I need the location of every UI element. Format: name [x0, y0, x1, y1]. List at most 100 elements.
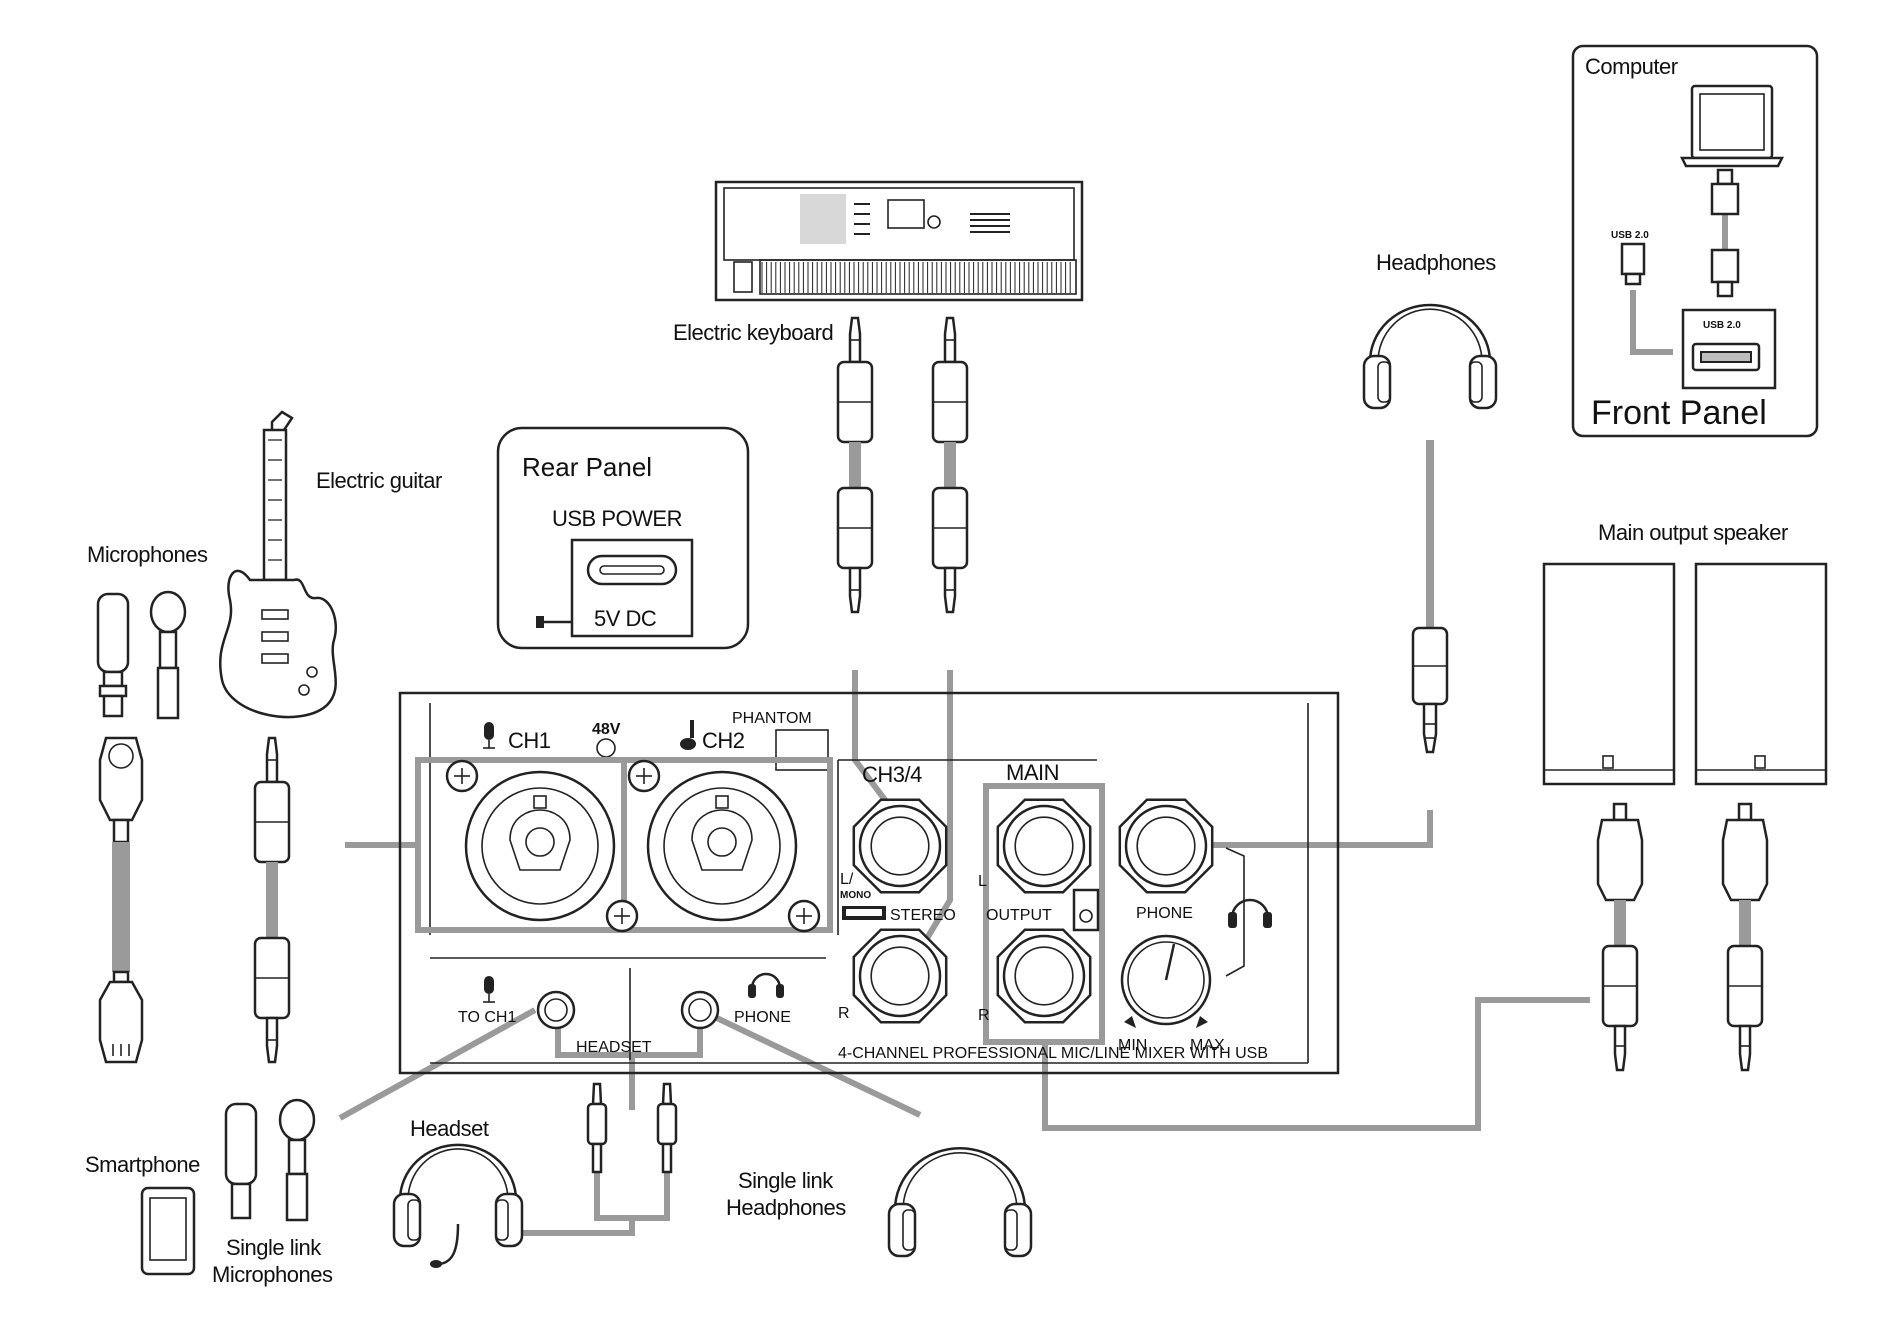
- phone-volume-knob[interactable]: [1120, 934, 1212, 1026]
- mic-small-icon: [483, 976, 495, 1003]
- headphones-top-icon: [1362, 303, 1498, 410]
- computer-label: Computer: [1585, 54, 1678, 79]
- single-link-headphones-label-2: Headphones: [726, 1195, 846, 1220]
- mixer-model-label: 4-CHANNEL PROFESSIONAL MIC/LINE MIXER WI…: [838, 1045, 1268, 1062]
- headphones-top-plug: [1411, 626, 1449, 754]
- l-mono-label-1: L/: [840, 871, 854, 888]
- single-link-microphones-label-1: Single link: [226, 1235, 322, 1260]
- headphones-top-label: Headphones: [1376, 250, 1496, 275]
- max-label: MAX: [1190, 1037, 1225, 1054]
- v48-label: 48V: [592, 721, 621, 738]
- guitar-small-icon: [680, 720, 696, 750]
- smartphone-icon: [140, 1186, 196, 1276]
- smartphone-label: Smartphone: [85, 1152, 200, 1177]
- laptop-icon: [1679, 84, 1785, 168]
- headset-splitter-plug-left: [586, 1082, 608, 1174]
- speaker-right-icon: [1694, 562, 1828, 786]
- main-r-output-jack[interactable]: [996, 928, 1092, 1024]
- keyboard-jack-plug-left: [836, 316, 874, 614]
- usb-stick-icon: [1620, 242, 1646, 286]
- usb-c-port-icon: [586, 554, 678, 586]
- usb-port-icon: [1681, 308, 1777, 390]
- single-link-condenser-mic-icon: [224, 1102, 258, 1220]
- usb20-small-label: USB 2.0: [1611, 230, 1649, 241]
- single-link-headphones-label-1: Single link: [738, 1168, 834, 1193]
- mic-icon: [483, 722, 495, 749]
- main-output-cable: [1042, 997, 1590, 1131]
- rear-panel-box: Rear Panel USB POWER 5V DC: [496, 426, 750, 650]
- to-ch1-cable: [338, 1007, 537, 1121]
- single-link-microphones-label-2: Microphones: [212, 1262, 333, 1287]
- ch4-r-jack[interactable]: [852, 928, 948, 1024]
- usb20-port-label: USB 2.0: [1703, 320, 1741, 331]
- single-link-headphones-icon: [887, 1147, 1033, 1258]
- headphones-top-cable: [1180, 810, 1433, 848]
- mixer: CH1 48V CH2 PHANTOM CH3/4 L/ MONO STEREO…: [398, 691, 1340, 1075]
- single-link-dynamic-mic-icon: [278, 1098, 316, 1222]
- headset-icon: [392, 1143, 524, 1248]
- usb-cable-plug-icon: [1710, 168, 1740, 298]
- five-v-dc-label: 5V DC: [594, 606, 657, 631]
- usb-power-label: USB POWER: [552, 506, 682, 531]
- headset-splitter-bottom: [594, 1170, 670, 1221]
- main-output-speaker-label: Main output speaker: [1598, 520, 1788, 545]
- phantom-switch[interactable]: [775, 729, 829, 771]
- front-panel-frame: [1571, 44, 1819, 438]
- to-ch1-label: TO CH1: [458, 1009, 516, 1026]
- electric-guitar-icon: [219, 410, 337, 719]
- output-switch[interactable]: [1072, 888, 1100, 932]
- phone-output-jack[interactable]: [1118, 798, 1214, 894]
- front-panel-label: Front Panel: [1591, 394, 1767, 432]
- ch3-l-mono-jack[interactable]: [852, 798, 948, 894]
- guitar-jack-plug: [253, 736, 291, 1064]
- main-label: MAIN: [1006, 760, 1059, 785]
- speaker-cable-left: [1596, 802, 1644, 1072]
- dynamic-mic-icon: [149, 590, 187, 720]
- headphones-small-icon: [1228, 898, 1272, 928]
- stereo-label: STEREO: [890, 907, 956, 924]
- condenser-mic-icon: [96, 592, 130, 718]
- headset-label: Headset: [410, 1116, 489, 1141]
- rear-panel-label: Rear Panel: [522, 452, 652, 482]
- headphones-phone-small-icon: [748, 972, 784, 998]
- electric-guitar-label: Electric guitar: [316, 468, 442, 493]
- keyboard-keys: [761, 262, 1071, 293]
- ch2-combo-jack[interactable]: [627, 759, 821, 933]
- electric-keyboard-label: Electric keyboard: [673, 320, 833, 345]
- keyboard-icon: [714, 180, 1084, 302]
- computer-front-panel-box: Computer USB 2.0 USB 2.0 Front Panel: [1571, 44, 1819, 438]
- ch2-label: CH2: [702, 728, 745, 753]
- phantom-label: PHANTOM: [732, 710, 812, 727]
- microphones-label: Microphones: [87, 542, 208, 567]
- keyboard-jack-plug-right: [931, 316, 969, 614]
- to-ch1-jack[interactable]: [536, 990, 576, 1030]
- r-left-label: R: [838, 1005, 850, 1022]
- ch34-label: CH3/4: [862, 762, 922, 787]
- headset-phone-jack[interactable]: [680, 990, 720, 1030]
- headset-cable: [515, 1218, 635, 1236]
- headset-splitter-plug-right: [656, 1082, 678, 1174]
- ch1-combo-jack[interactable]: [445, 759, 639, 933]
- phone-small-label: PHONE: [734, 1009, 791, 1026]
- usb-small-cable: [1630, 290, 1673, 355]
- speaker-left-icon: [1542, 562, 1676, 786]
- headset-section-label: HEADSET: [576, 1039, 652, 1056]
- l-mono-label-2: MONO: [840, 890, 871, 901]
- rear-panel-frame: [496, 426, 750, 650]
- phone-label: PHONE: [1136, 905, 1193, 922]
- power-plug-icon: [536, 616, 572, 628]
- v48-led: [596, 738, 616, 758]
- l-main-label: L: [978, 873, 987, 890]
- output-label: OUTPUT: [986, 907, 1052, 924]
- xlr-cable-icon: [98, 736, 144, 1064]
- main-l-output-jack[interactable]: [996, 798, 1092, 894]
- ch1-label: CH1: [508, 728, 551, 753]
- stereo-switch-icon[interactable]: [842, 906, 886, 920]
- mixer-body: [398, 691, 1340, 1075]
- speaker-cable-right: [1721, 802, 1769, 1072]
- cables: [338, 215, 1728, 1236]
- min-label: MIN: [1118, 1037, 1147, 1054]
- r-main-label: R: [978, 1007, 990, 1024]
- main-output-highlight: [983, 783, 1105, 1045]
